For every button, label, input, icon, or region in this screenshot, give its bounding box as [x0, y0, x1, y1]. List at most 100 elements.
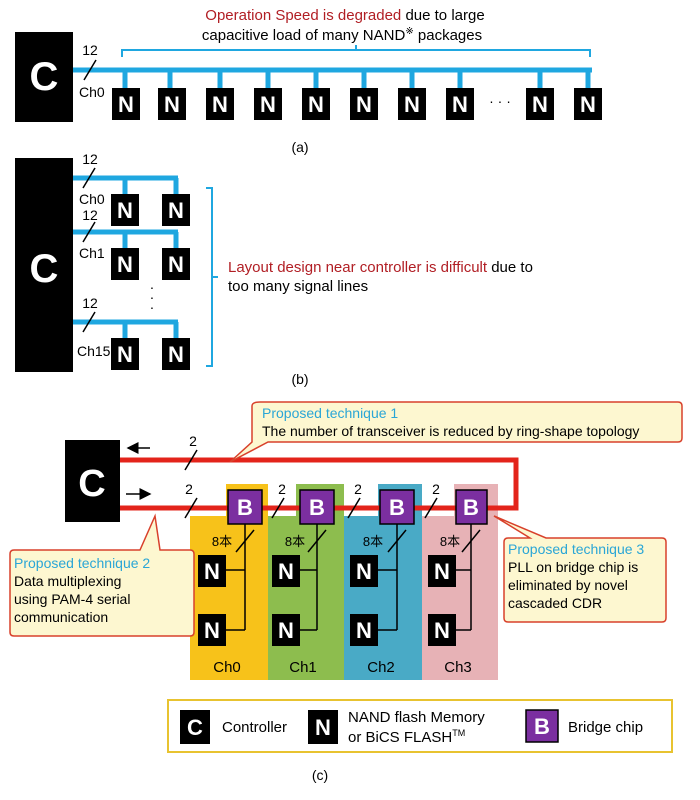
channel-label: Ch0 [79, 191, 105, 207]
nand-bus-label: 8本 [363, 534, 383, 549]
callout-technique-1 [229, 401, 683, 463]
note-b-line1: Layout design near controller is difficu… [228, 259, 533, 276]
nand-letters-b: N N N N N N [117, 198, 184, 367]
callout-technique-3 [493, 515, 667, 623]
controller-chip-a [15, 32, 73, 122]
legend-box [167, 699, 673, 753]
nand-bus-label: 8本 [440, 534, 460, 549]
channel-label: Ch0 [213, 659, 241, 676]
channel-panel-ch3 [422, 516, 498, 680]
nand-letter: N [168, 342, 184, 367]
legend-nand-chip [308, 710, 338, 744]
callout-2-line: Data multiplexing [14, 573, 121, 589]
channel-label: Ch3 [444, 659, 472, 676]
ring-width-slashes [184, 449, 438, 519]
caption-b: (b) [291, 371, 308, 387]
callout-3-line: eliminated by novel [508, 577, 628, 593]
vertical-dots-b: · · · [150, 279, 155, 315]
channel-label-a: Ch0 [79, 84, 105, 100]
controller-chip-c [65, 440, 120, 522]
bridge-letter: B [389, 495, 405, 520]
legend-nand-label-2-text: or BiCS FLASH [348, 729, 452, 746]
controller-chip-b [15, 158, 73, 372]
callout-1-title: Proposed technique 1 [262, 405, 398, 421]
legend-nand-letter: N [315, 715, 331, 740]
note-a-line1: Operation Speed is degraded due to large [205, 7, 484, 24]
nand-row-a [112, 88, 602, 120]
caption-c: (c) [312, 767, 328, 783]
nand-letter: N [434, 618, 450, 643]
nand-letters-a: N N N N N N N N N N [118, 92, 596, 117]
nand-bus-label: 8本 [212, 534, 232, 549]
callout-technique-2 [9, 513, 195, 637]
nand-letter: N [278, 618, 294, 643]
bus-width-slashes-b [82, 167, 96, 333]
note-b-highlight: Layout design near controller is difficu… [228, 259, 488, 276]
bus-width-label: 12 [82, 295, 98, 311]
legend-nand-label-1: NAND flash Memory [348, 709, 485, 726]
bracket-a [121, 45, 591, 57]
callout-2-title: Proposed technique 2 [14, 555, 150, 571]
nand-grid-c [198, 555, 456, 646]
nand-letter: N [452, 92, 468, 117]
bus-width-slash [83, 59, 97, 81]
link-width-label: 2 [354, 481, 362, 497]
bus-drops-a [122, 70, 591, 90]
legend-controller-chip [180, 710, 210, 744]
nand-bus-label: 8本 [285, 534, 305, 549]
channel-labels-c: Ch0 Ch1 Ch2 Ch3 [213, 659, 472, 676]
nand-letter: N [204, 618, 220, 643]
nand-letter: N [164, 92, 180, 117]
legend-controller-label: Controller [222, 719, 287, 736]
bus-width-label: 12 [82, 151, 98, 167]
callout-3-line: cascaded CDR [508, 595, 602, 611]
nand-letter: N [168, 198, 184, 223]
ellipsis-a: · · · [489, 93, 511, 109]
nand-letter: N [434, 559, 450, 584]
legend-bridge-chip [525, 709, 559, 743]
nand-letter: N [356, 92, 372, 117]
ring-return-line [120, 457, 519, 511]
note-a-rest: due to large [401, 7, 484, 24]
nand-letter: N [260, 92, 276, 117]
nand-letter: N [117, 252, 133, 277]
bridge-chips [227, 489, 488, 525]
channel-label: Ch1 [289, 659, 317, 676]
nand-letter: N [356, 618, 372, 643]
nand-letter: N [118, 92, 134, 117]
note-a-line2-text: capacitive load of many NAND [202, 27, 406, 44]
nand-letter: N [532, 92, 548, 117]
bus-lines-b [73, 175, 179, 340]
section-a: C 12 Ch0 [15, 7, 602, 155]
caption-a: (a) [291, 139, 308, 155]
callout-2-line: using PAM-4 serial [14, 591, 130, 607]
legend-nand-tm: TM [452, 728, 465, 738]
nand-letter: N [204, 559, 220, 584]
bridge-letters: B B B B [237, 495, 479, 520]
legend-controller-letter: C [187, 715, 203, 740]
bridge-letter: B [463, 495, 479, 520]
channel-label: Ch15 [77, 343, 111, 359]
nand-letter: N [580, 92, 596, 117]
channel-panel-ch2 [344, 516, 422, 680]
callout-1-body: The number of transceiver is reduced by … [262, 423, 639, 439]
note-a-highlight: Operation Speed is degraded [205, 7, 401, 24]
channel-panel-ch1 [268, 516, 344, 680]
note-b-rest: due to [487, 259, 533, 276]
controller-letter: C [78, 463, 105, 505]
bus-width-label: 12 [82, 42, 98, 58]
note-b-line2: too many signal lines [228, 278, 368, 295]
nand-letters-c: N N N N N N N N [204, 559, 450, 643]
svg-text:·: · [150, 289, 155, 305]
legend-bridge-letter: B [534, 714, 550, 739]
bridge-letter: B [237, 495, 253, 520]
nand-letter: N [168, 252, 184, 277]
section-c: C 2 2 2 2 2 B B [9, 401, 683, 783]
bridge-letter: B [309, 495, 325, 520]
link-width-label: 2 [432, 481, 440, 497]
note-a-line2: capacitive load of many NAND※ packages [202, 26, 482, 44]
bus-width-label: 12 [82, 207, 98, 223]
section-b: C 12 Ch0 12 Ch1 12 Ch15 [15, 151, 533, 387]
legend-nand-label-2: or BiCS FLASHTM [348, 728, 465, 746]
